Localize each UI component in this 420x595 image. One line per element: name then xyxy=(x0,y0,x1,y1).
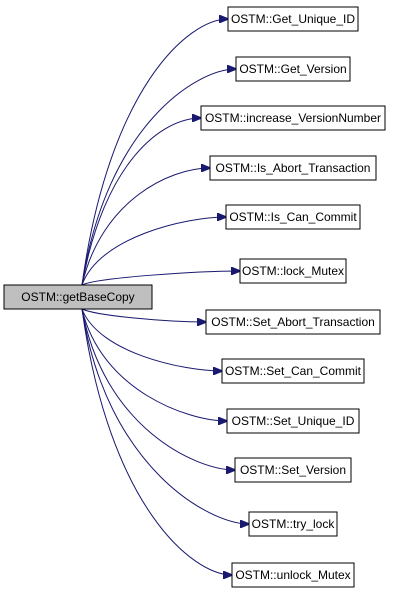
call-edge xyxy=(81,271,240,286)
target-node-box xyxy=(200,105,386,131)
target-node-label: OSTM::Is_Can_Commit xyxy=(229,210,357,224)
target-node-try-lock[interactable]: OSTM::try_lock xyxy=(248,511,338,537)
target-node-label: OSTM::lock_Mutex xyxy=(242,264,344,278)
target-node-lock-mutex[interactable]: OSTM::lock_Mutex xyxy=(239,258,347,284)
target-node-box xyxy=(209,155,377,181)
target-node-label: OSTM::increase_VersionNumber xyxy=(205,111,381,125)
target-node-unlock-mutex[interactable]: OSTM::unlock_Mutex xyxy=(231,562,355,588)
target-node-label: OSTM::Set_Version xyxy=(240,463,346,477)
target-node-set-abort-transaction[interactable]: OSTM::Set_Abort_Transaction xyxy=(205,309,381,335)
target-node-box xyxy=(239,258,347,284)
target-node-box xyxy=(221,358,365,384)
target-node-label: OSTM::try_lock xyxy=(252,517,336,531)
target-node-increase-versionnumber[interactable]: OSTM::increase_VersionNumber xyxy=(200,105,386,131)
call-edge xyxy=(81,308,249,524)
target-node-label: OSTM::Set_Can_Commit xyxy=(225,364,362,378)
target-node-label: OSTM::Get_Version xyxy=(239,62,346,76)
call-edge xyxy=(81,217,226,286)
source-node-label: OSTM::getBaseCopy xyxy=(21,290,134,304)
target-node-set-unique-id[interactable]: OSTM::Set_Unique_ID xyxy=(226,408,360,434)
target-nodes: OSTM::Get_Unique_ID OSTM::Get_Version OS… xyxy=(200,6,386,588)
target-node-box xyxy=(227,6,359,32)
target-node-box xyxy=(226,408,360,434)
call-edge xyxy=(81,308,235,470)
call-edge xyxy=(81,308,222,371)
target-node-set-can-commit[interactable]: OSTM::Set_Can_Commit xyxy=(221,358,365,384)
source-node-box xyxy=(3,284,153,310)
target-node-get-unique-id[interactable]: OSTM::Get_Unique_ID xyxy=(227,6,359,32)
target-node-box xyxy=(205,309,381,335)
target-node-label: OSTM::Set_Abort_Transaction xyxy=(211,315,375,329)
call-edge xyxy=(81,19,228,286)
target-node-set-version[interactable]: OSTM::Set_Version xyxy=(234,457,352,483)
target-node-box xyxy=(231,562,355,588)
call-edge xyxy=(81,118,201,286)
call-edge xyxy=(81,168,210,286)
target-node-box xyxy=(225,204,361,230)
call-edge xyxy=(81,308,227,421)
call-edge xyxy=(81,308,232,575)
target-node-is-abort-transaction[interactable]: OSTM::Is_Abort_Transaction xyxy=(209,155,377,181)
call-edge xyxy=(81,308,206,322)
target-node-is-can-commit[interactable]: OSTM::Is_Can_Commit xyxy=(225,204,361,230)
target-node-label: OSTM::Set_Unique_ID xyxy=(232,414,355,428)
call-edge xyxy=(81,69,236,286)
edges xyxy=(81,19,249,575)
target-node-label: OSTM::Is_Abort_Transaction xyxy=(216,161,371,175)
target-node-label: OSTM::Get_Unique_ID xyxy=(231,12,355,26)
target-node-label: OSTM::unlock_Mutex xyxy=(235,568,350,582)
target-node-box xyxy=(235,56,351,82)
source-node[interactable]: OSTM::getBaseCopy xyxy=(3,284,153,310)
target-node-box xyxy=(234,457,352,483)
target-node-box xyxy=(248,511,338,537)
target-node-get-version[interactable]: OSTM::Get_Version xyxy=(235,56,351,82)
